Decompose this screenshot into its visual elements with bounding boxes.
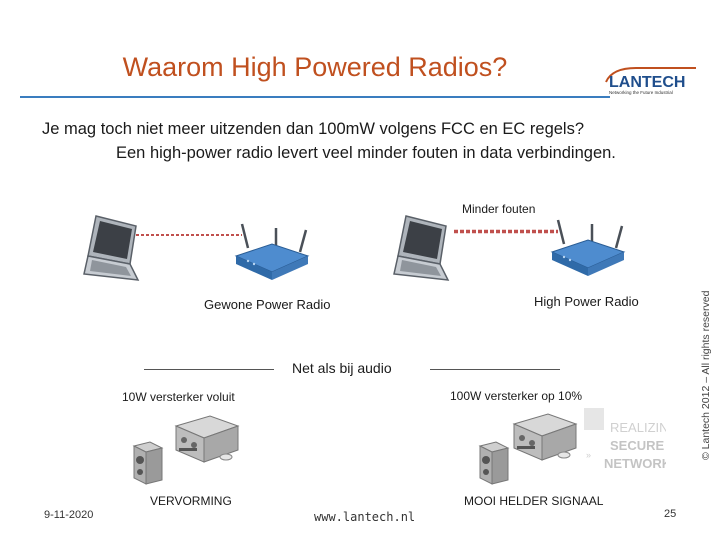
signal-line-right: [454, 221, 558, 239]
slide-title: Waarom High Powered Radios?: [122, 52, 508, 82]
footer-website: www.lantech.nl: [314, 510, 416, 524]
speaker-right-icon: [476, 440, 512, 491]
lantech-logo: LANTECH Networking the Future Industrial: [602, 66, 700, 96]
label-10w-amp: 10W versterker voluit: [122, 390, 235, 404]
speaker-left-icon: [130, 440, 166, 491]
divider-left: [144, 369, 274, 370]
router-left-icon: [232, 222, 312, 289]
logo-tagline: Networking the Future Industrial: [609, 90, 673, 95]
copyright-notice: © Lantech 2012 – All rights reserved: [700, 290, 712, 460]
footer-date: 9-11-2020: [44, 509, 94, 521]
audio-heading: Net als bij audio: [292, 360, 392, 376]
subtitle-question: Je mag toch niet meer uitzenden dan 100m…: [42, 120, 585, 138]
label-normal-power-radio: Gewone Power Radio: [204, 297, 331, 312]
title-divider: [20, 96, 610, 98]
result-clear-signal: MOOI HELDER SIGNAAL: [464, 494, 604, 508]
subtitle-answer: Een high-power radio levert veel minder …: [116, 144, 616, 162]
router-right-icon: [548, 218, 628, 285]
page-number: 25: [664, 508, 677, 520]
watermark-line2: SECURE: [610, 438, 665, 453]
divider-right: [430, 369, 560, 370]
svg-text:»: »: [586, 450, 591, 460]
watermark-line3: NETWORKS: [604, 456, 666, 471]
watermark-line1: REALIZING: [610, 420, 666, 435]
laptop-left-icon: [76, 212, 156, 295]
label-fewer-errors: Minder fouten: [462, 202, 536, 216]
logo-name: LANTECH: [609, 74, 685, 91]
amplifier-left-icon: [170, 412, 242, 473]
laptop-right-icon: [386, 212, 466, 295]
result-distortion: VERVORMING: [150, 494, 232, 508]
signal-line-left: [136, 224, 242, 242]
amplifier-right-icon: [508, 410, 580, 471]
label-high-power-radio: High Power Radio: [534, 294, 639, 309]
realizing-secure-networks-watermark: » REALIZING SECURE NETWORKS: [582, 408, 680, 489]
label-100w-amp: 100W versterker op 10%: [450, 389, 583, 403]
